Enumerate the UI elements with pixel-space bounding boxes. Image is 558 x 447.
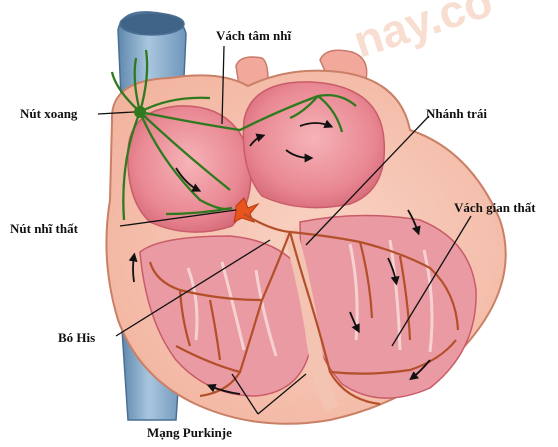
watermark-text: nay.co <box>347 0 498 68</box>
label-atrial-septum: Vách tâm nhĩ <box>216 28 292 43</box>
label-sinus-node: Nút xoang <box>20 106 78 121</box>
label-left-branch: Nhánh trái <box>426 106 487 121</box>
label-ventricular-septum: Vách gian thất <box>454 200 536 215</box>
sinus-node <box>134 106 146 118</box>
label-bundle-of-his: Bó His <box>58 330 95 345</box>
label-purkinje-network: Mạng Purkinje <box>147 425 232 440</box>
label-av-node: Nút nhĩ thất <box>10 221 79 236</box>
